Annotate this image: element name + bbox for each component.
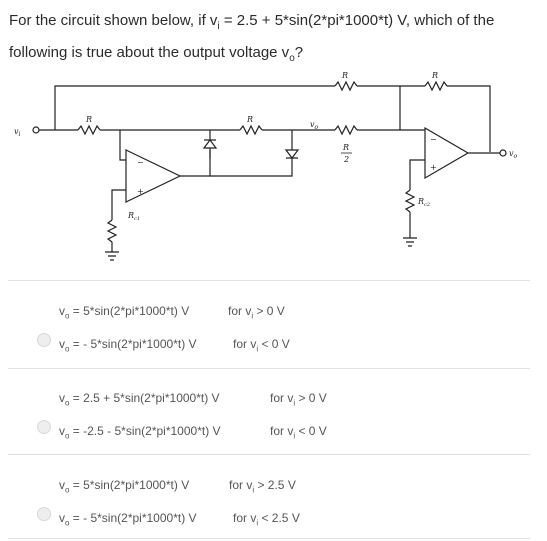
option-2-line2-eq: vo = -2.5 - 5*sin(2*pi*1000*t) V: [59, 424, 221, 441]
input-terminal: [32, 126, 40, 134]
label-r-half: R: [342, 143, 349, 152]
middle-resistor: [239, 124, 263, 136]
option-3-line2-cond: for vi < 2.5 V: [233, 511, 300, 528]
svg-text:vo: vo: [310, 120, 319, 131]
opamp-2: [424, 126, 470, 180]
option-3-line2-eq: vo = - 5*sin(2*pi*1000*t) V: [59, 511, 197, 528]
question-line2-subscript: o: [289, 53, 295, 64]
output-terminal: [499, 149, 507, 157]
option-2-line2-cond: for vi < 0 V: [270, 424, 327, 441]
option-3-radio[interactable]: [37, 507, 51, 521]
option-1-line2-cond: for vi < 0 V: [233, 337, 290, 354]
svg-text:vi: vi: [14, 127, 21, 138]
svg-text:+: +: [430, 163, 437, 172]
label-r-feedback1: R: [341, 71, 348, 80]
svg-text:−: −: [430, 135, 437, 144]
svg-text:vo: vo: [509, 149, 518, 160]
feedback-resistor-2: [424, 80, 448, 92]
svg-text:Rc2: Rc2: [417, 197, 430, 208]
diode-1: [202, 139, 218, 149]
question-line1-start: For the circuit shown below, if v: [9, 12, 218, 29]
label-half-denominator: 2: [343, 155, 349, 164]
diode-2: [284, 149, 300, 159]
resistor-rc2: [404, 189, 416, 213]
option-2-radio[interactable]: [37, 420, 51, 434]
divider-1: [8, 280, 530, 281]
feedback-resistor-1: [334, 80, 358, 92]
svg-text:−: −: [137, 158, 144, 167]
ground-1: [105, 251, 119, 261]
option-1-line1-cond: for vi > 0 V: [228, 304, 285, 321]
divider-4: [8, 538, 530, 539]
opamp-1: [125, 149, 182, 203]
option-1-line2-eq: vo = - 5*sin(2*pi*1000*t) V: [59, 337, 197, 354]
option-2-line1-cond: for vi > 0 V: [270, 391, 327, 408]
question-line1-end: = 2.5 + 5*sin(2*pi*1000*t) V, which of t…: [219, 12, 495, 29]
resistor-rc1: [106, 219, 118, 243]
divider-3: [8, 454, 530, 455]
option-1-radio[interactable]: [37, 333, 51, 347]
option-3-line1-eq: vo = 5*sin(2*pi*1000*t) V: [59, 478, 190, 495]
question-line1-subscript: i: [217, 21, 220, 32]
option-3-line1-cond: for vi > 2.5 V: [229, 478, 296, 495]
svg-text:+: +: [137, 187, 144, 196]
top-feedback-wire: [54, 85, 335, 130]
option-1-line1-eq: vo = 5*sin(2*pi*1000*t) V: [59, 304, 190, 321]
input-resistor: [77, 124, 101, 136]
label-r-middle: R: [246, 115, 253, 124]
half-resistor: [334, 124, 358, 136]
option-2-line1-eq: vo = 2.5 + 5*sin(2*pi*1000*t) V: [59, 391, 220, 408]
svg-text:Rc1: Rc1: [127, 211, 140, 222]
question-text: For the circuit shown below, if vi = 2.5…: [9, 8, 539, 72]
divider-2: [8, 368, 530, 369]
circuit-diagram: vi R R R R R 2 vo vo Rc1 Rc2 − + − +: [14, 71, 518, 261]
question-line2-end: ?: [294, 44, 304, 61]
label-r-input: R: [85, 115, 92, 124]
ground-2: [403, 237, 417, 247]
question-line2-start: following is true about the output volta…: [9, 44, 290, 61]
label-r-feedback2: R: [431, 71, 438, 80]
